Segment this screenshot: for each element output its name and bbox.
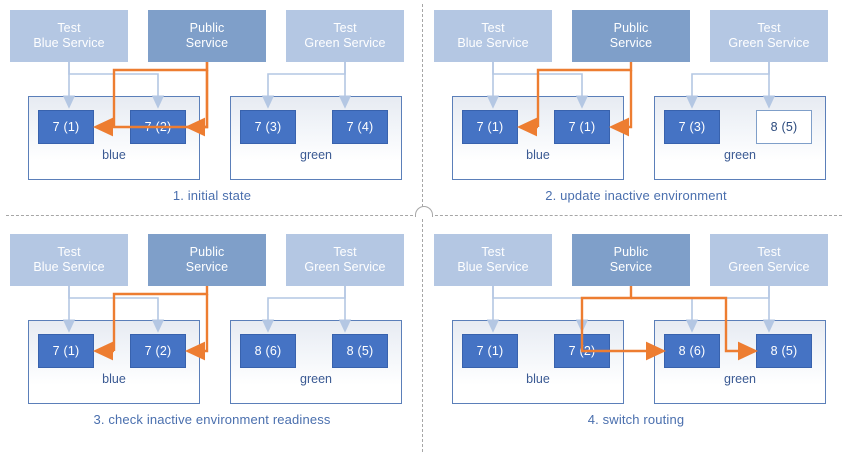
instance-green-2[interactable]: 8 (5)	[756, 334, 812, 368]
green-environment-label: green	[300, 372, 332, 386]
test-green-service-label-line2: Green Service	[728, 36, 810, 50]
public-service-label-line1: Public	[189, 245, 225, 259]
instance-blue-2[interactable]: 7 (2)	[554, 334, 610, 368]
instance-green-2[interactable]: 8 (5)	[332, 334, 388, 368]
test-green-service-box[interactable]: Test Green Service	[286, 234, 404, 286]
test-blue-service-box[interactable]: Test Blue Service	[10, 10, 128, 62]
public-service-box[interactable]: Public Service	[148, 234, 266, 286]
panel-3-caption: 3. check inactive environment readiness	[93, 412, 331, 427]
test-blue-service-box[interactable]: Test Blue Service	[10, 234, 128, 286]
instance-blue-1[interactable]: 7 (1)	[462, 334, 518, 368]
test-blue-service-box[interactable]: Test Blue Service	[434, 10, 552, 62]
instance-green-1[interactable]: 7 (3)	[664, 110, 720, 144]
test-green-service-label-line1: Test	[757, 245, 781, 259]
public-service-label-line1: Public	[613, 245, 649, 259]
test-green-service-label-line2: Green Service	[304, 260, 386, 274]
test-blue-service-label-line1: Test	[57, 21, 81, 35]
panel-4-caption: 4. switch routing	[587, 412, 685, 427]
panel-2-caption: 2. update inactive environment	[545, 188, 727, 203]
instance-green-1[interactable]: 7 (3)	[240, 110, 296, 144]
public-service-label-line2: Service	[609, 36, 653, 50]
divider-crossover-arc	[415, 206, 433, 217]
panel-1-caption: 1. initial state	[172, 188, 252, 203]
instance-blue-2[interactable]: 7 (2)	[130, 110, 186, 144]
green-environment-label: green	[300, 148, 332, 162]
green-environment-label: green	[724, 372, 756, 386]
test-blue-service-box[interactable]: Test Blue Service	[434, 234, 552, 286]
test-green-service-box[interactable]: Test Green Service	[710, 234, 828, 286]
vertical-divider	[422, 4, 423, 452]
test-green-service-box[interactable]: Test Green Service	[710, 10, 828, 62]
blue-environment-label: blue	[102, 148, 126, 162]
instance-green-2[interactable]: 8 (5)	[756, 110, 812, 144]
panel-2: Test Blue Service Public Service Test Gr…	[430, 2, 842, 214]
public-service-label-line1: Public	[613, 21, 649, 35]
test-blue-service-label-line2: Blue Service	[33, 260, 105, 274]
test-green-service-label-line2: Green Service	[728, 260, 810, 274]
blue-environment-label: blue	[526, 372, 550, 386]
instance-blue-2[interactable]: 7 (1)	[554, 110, 610, 144]
instance-green-2[interactable]: 7 (4)	[332, 110, 388, 144]
test-green-service-label-line1: Test	[333, 245, 357, 259]
test-green-service-label-line2: Green Service	[304, 36, 386, 50]
public-service-label-line2: Service	[185, 260, 229, 274]
instance-blue-2[interactable]: 7 (2)	[130, 334, 186, 368]
instance-green-1[interactable]: 8 (6)	[240, 334, 296, 368]
public-service-box[interactable]: Public Service	[572, 10, 690, 62]
public-service-label-line1: Public	[189, 21, 225, 35]
panel-4: Test Blue Service Public Service Test Gr…	[430, 226, 842, 438]
test-blue-service-label-line1: Test	[481, 245, 505, 259]
instance-green-1[interactable]: 8 (6)	[664, 334, 720, 368]
instance-blue-1[interactable]: 7 (1)	[462, 110, 518, 144]
test-green-service-box[interactable]: Test Green Service	[286, 10, 404, 62]
instance-blue-1[interactable]: 7 (1)	[38, 334, 94, 368]
panel-1: Test Blue Service Public Service Test Gr…	[6, 2, 418, 214]
public-service-box[interactable]: Public Service	[572, 234, 690, 286]
panel-3: Test Blue Service Public Service Test Gr…	[6, 226, 418, 438]
test-green-service-label-line1: Test	[757, 21, 781, 35]
public-service-label-line2: Service	[185, 36, 229, 50]
test-blue-service-label-line1: Test	[481, 21, 505, 35]
public-service-box[interactable]: Public Service	[148, 10, 266, 62]
public-service-label-line2: Service	[609, 260, 653, 274]
test-green-service-label-line1: Test	[333, 21, 357, 35]
test-blue-service-label-line2: Blue Service	[33, 36, 105, 50]
test-blue-service-label-line2: Blue Service	[457, 260, 529, 274]
green-environment-label: green	[724, 148, 756, 162]
test-blue-service-label-line2: Blue Service	[457, 36, 529, 50]
instance-blue-1[interactable]: 7 (1)	[38, 110, 94, 144]
test-blue-service-label-line1: Test	[57, 245, 81, 259]
blue-environment-label: blue	[102, 372, 126, 386]
blue-environment-label: blue	[526, 148, 550, 162]
